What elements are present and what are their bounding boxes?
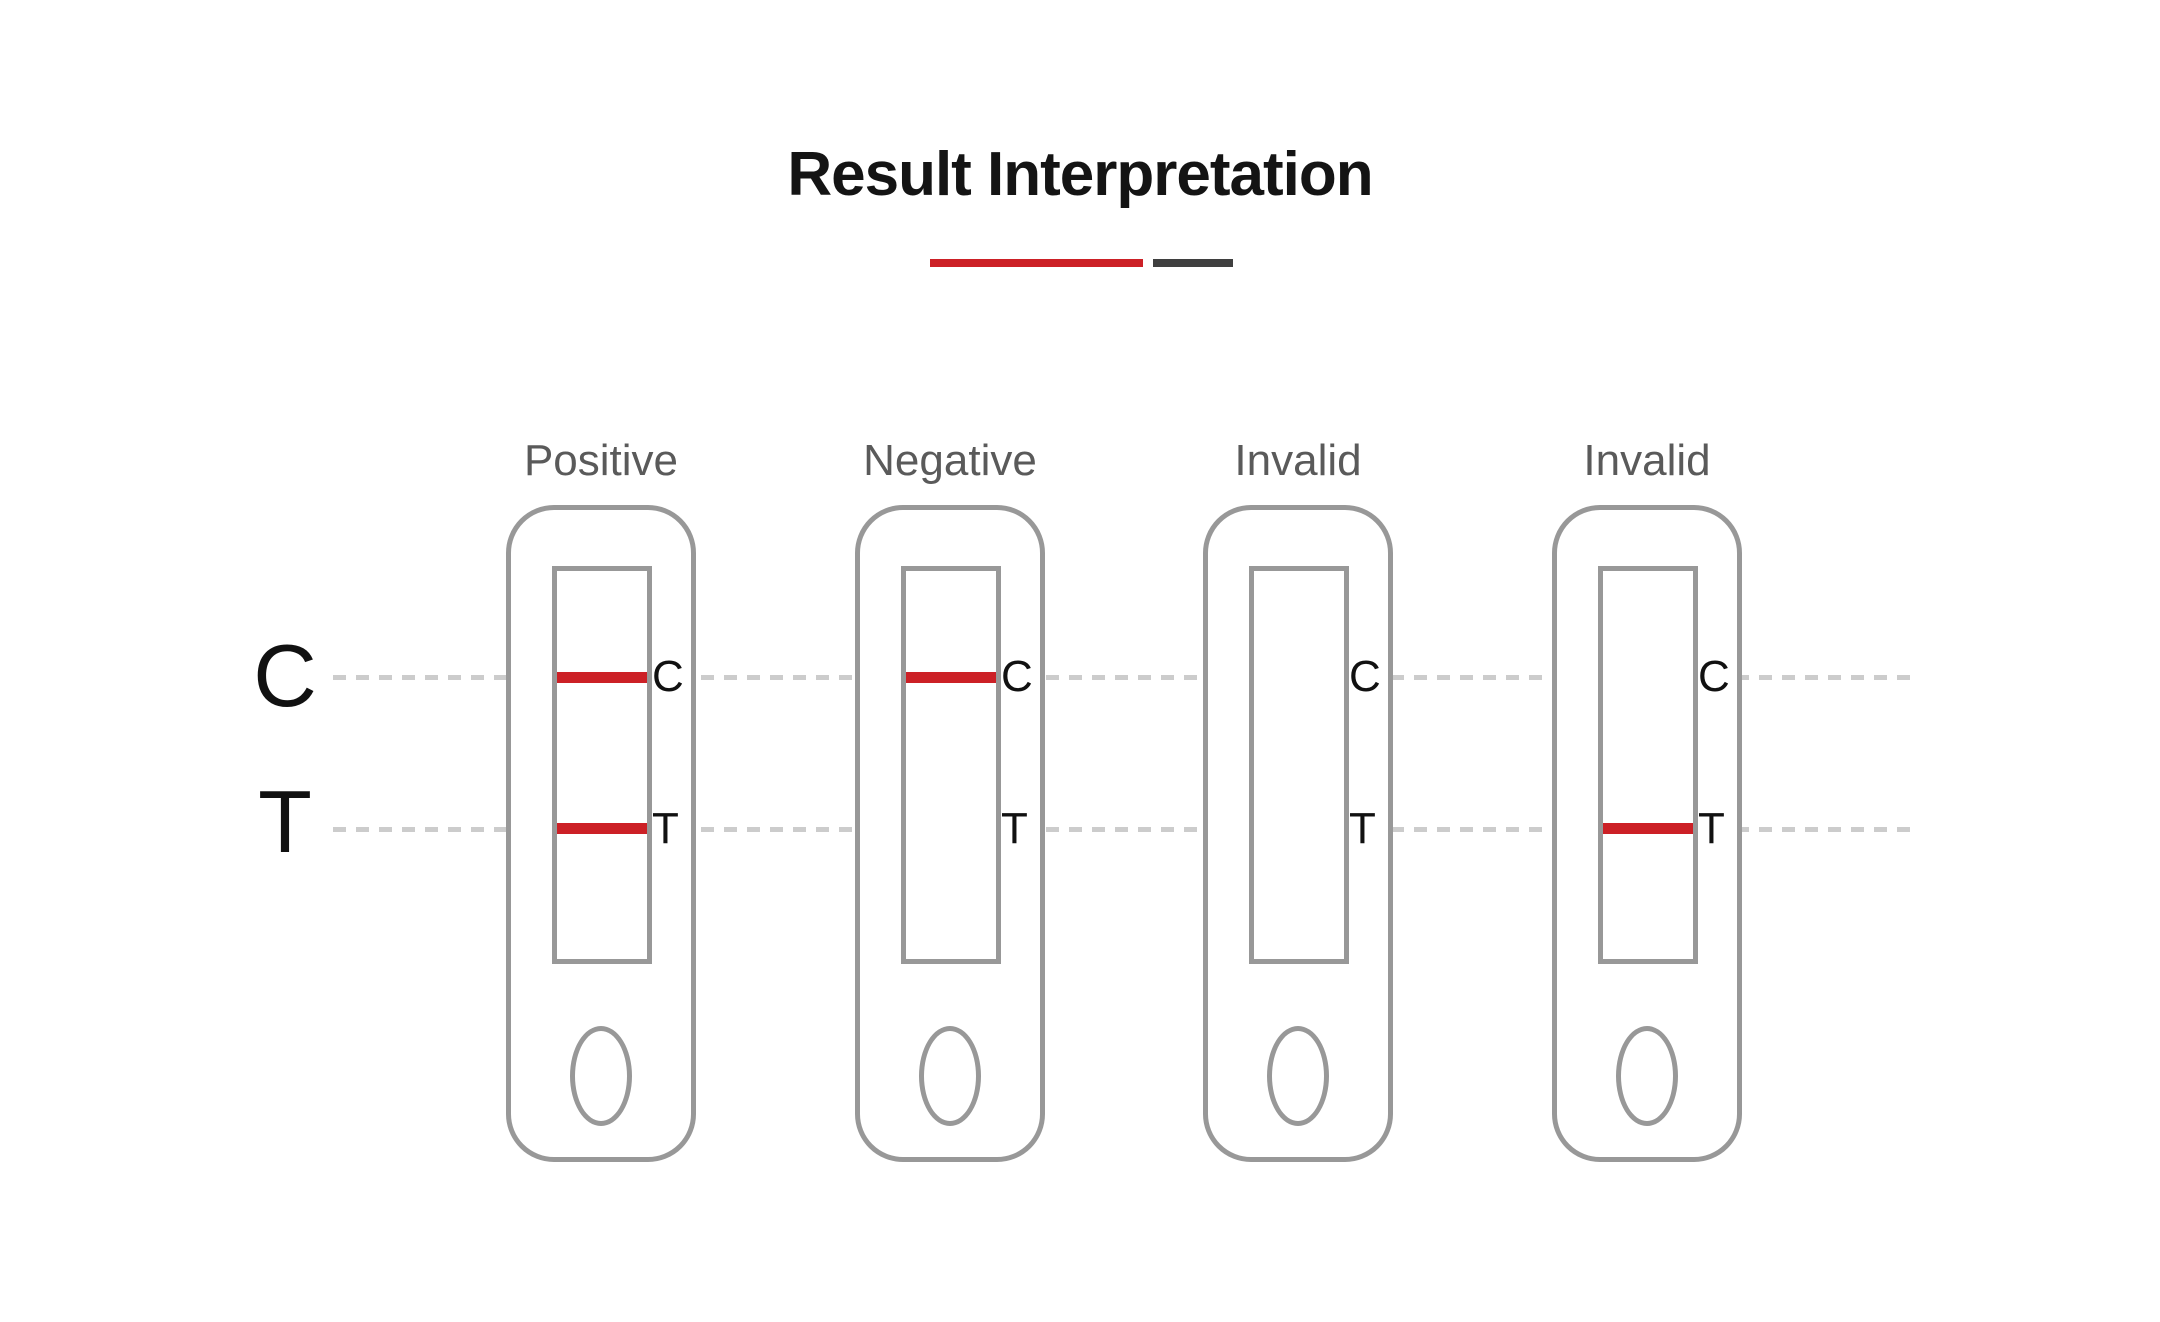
result-window <box>1598 566 1698 964</box>
test-line <box>1603 823 1693 834</box>
cassette-label: Positive <box>523 436 679 485</box>
control-line <box>906 672 996 683</box>
cassette-label: Invalid <box>1583 436 1711 485</box>
cassette-invalid-t-only: Invalid C T <box>1552 432 1742 1162</box>
cassette-invalid-no-lines: Invalid C T <box>1203 432 1393 1162</box>
control-guide-dashed-line <box>333 675 1912 680</box>
test-letter: T <box>1698 804 1725 853</box>
control-line <box>557 672 647 683</box>
cassette-label: Invalid <box>1234 436 1362 485</box>
control-letter: C <box>1698 652 1730 701</box>
sample-well <box>1616 1026 1678 1126</box>
test-line <box>557 823 647 834</box>
cassette-body: C T <box>1203 505 1393 1162</box>
result-window <box>901 566 1001 964</box>
test-letter: T <box>1349 804 1376 853</box>
control-letter: C <box>1001 652 1033 701</box>
result-window <box>552 566 652 964</box>
test-row-label: T <box>258 772 312 871</box>
sample-well <box>919 1026 981 1126</box>
cassette-body: C T <box>506 505 696 1162</box>
test-letter: T <box>652 804 679 853</box>
cassette-label: Negative <box>863 436 1037 485</box>
control-letter: C <box>1349 652 1381 701</box>
title-divider <box>0 259 2160 267</box>
control-letter: C <box>652 652 684 701</box>
sample-well <box>1267 1026 1329 1126</box>
test-letter: T <box>1001 804 1028 853</box>
cassette-positive: Positive C T <box>506 432 696 1162</box>
control-row-label: C <box>253 626 317 725</box>
cassette-negative: Negative C T <box>855 432 1045 1162</box>
cassette-body: C T <box>1552 505 1742 1162</box>
divider-red-bar <box>930 259 1143 267</box>
cassette-body: C T <box>855 505 1045 1162</box>
result-window <box>1249 566 1349 964</box>
page-title: Result Interpretation <box>787 140 1373 209</box>
test-guide-dashed-line <box>333 827 1912 832</box>
divider-dark-bar <box>1153 259 1233 267</box>
sample-well <box>570 1026 632 1126</box>
